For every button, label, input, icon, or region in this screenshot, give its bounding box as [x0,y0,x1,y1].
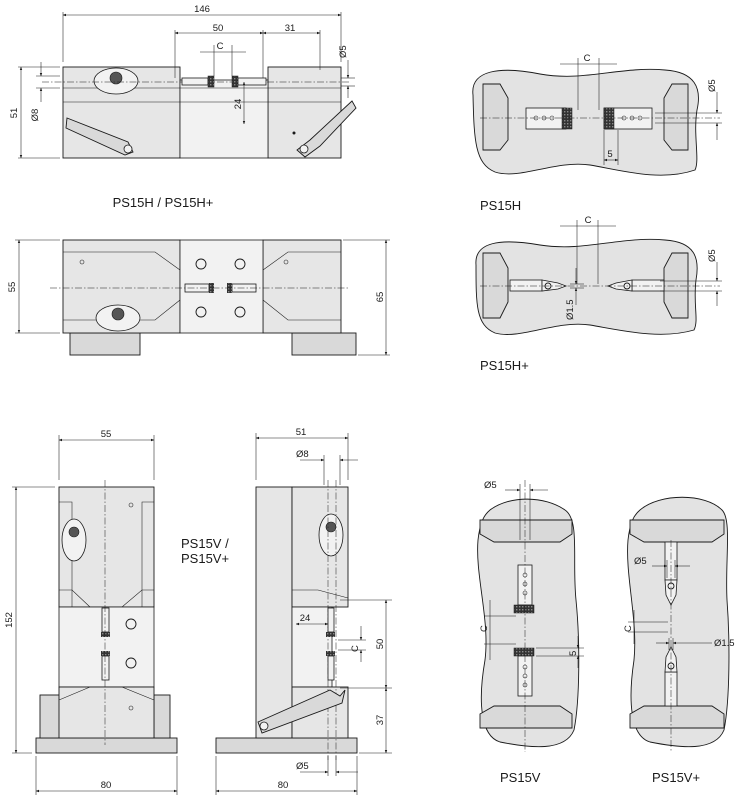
ps15h-elevation-view: 146 50 31 C Ø5 51 Ø8 24 [9,4,357,159]
dim-v-152: 152 [4,612,15,628]
dim-50: 50 [213,23,224,34]
caption-ps15h: PS15H [480,198,521,213]
ps15h-detail-view: C 5 Ø5 [472,53,722,176]
dim-vs-d5: Ø5 [296,761,309,772]
dim-vpd-d5: Ø5 [634,556,647,567]
caption-ps15v-group-2: PS15V+ [181,551,229,566]
ps15v-side-view: 51 Ø8 24 C 50 37 Ø5 80 [215,427,392,795]
dim-v-80: 80 [101,780,112,791]
dim-hp-d15: Ø1.5 [565,299,576,320]
dim-hp-d5: Ø5 [707,249,718,262]
dim-vpd-d15: Ø1.5 [714,638,735,649]
caption-ps15v-group-1: PS15V / [181,536,229,551]
dim-d5: Ø5 [338,45,349,58]
dim-51: 51 [9,108,20,119]
dim-plan-55: 55 [7,282,18,293]
dim-hp-c: C [585,215,592,226]
caption-ps15v: PS15V [500,770,541,785]
dim-vd-c: C [479,625,490,632]
dim-h-d5: Ø5 [707,79,718,92]
dim-vs-80: 80 [278,780,289,791]
dim-plan-65: 65 [375,292,386,303]
dim-vs-50: 50 [375,639,386,650]
ps15h-plan-view: 55 65 [7,239,390,356]
caption-ps15h-plus: PS15H+ [480,358,529,373]
ps15v-detail-view: Ø5 C 5 [477,480,584,752]
caption-ps15v-plus: PS15V+ [652,770,700,785]
dim-vd-5: 5 [568,651,579,656]
lock-screw-icon [109,71,123,85]
ps15h-plus-detail-view: C Ø1.5 Ø5 [475,215,722,335]
caption-ps15h-group: PS15H / PS15H+ [113,195,214,210]
dim-v-55: 55 [101,429,112,440]
dim-146: 146 [194,4,210,15]
dim-h-c: C [584,53,591,64]
dim-24: 24 [233,99,244,110]
dim-vs-d8: Ø8 [296,449,309,460]
ps15v-plus-detail-view: Ø5 C Ø1.5 [623,496,735,752]
dim-vs-24: 24 [300,613,311,624]
dim-vpd-c: C [623,625,634,632]
dim-vs-37: 37 [375,715,386,726]
dim-vs-c: C [350,645,361,652]
dim-h-5: 5 [607,149,612,160]
dim-vd-d5: Ø5 [484,480,497,491]
dim-c: C [217,41,224,52]
dim-31: 31 [285,23,296,34]
dim-vs-51: 51 [296,427,307,438]
ps15v-front-view: 55 152 80 [4,429,178,795]
dim-d8: Ø8 [30,109,41,122]
